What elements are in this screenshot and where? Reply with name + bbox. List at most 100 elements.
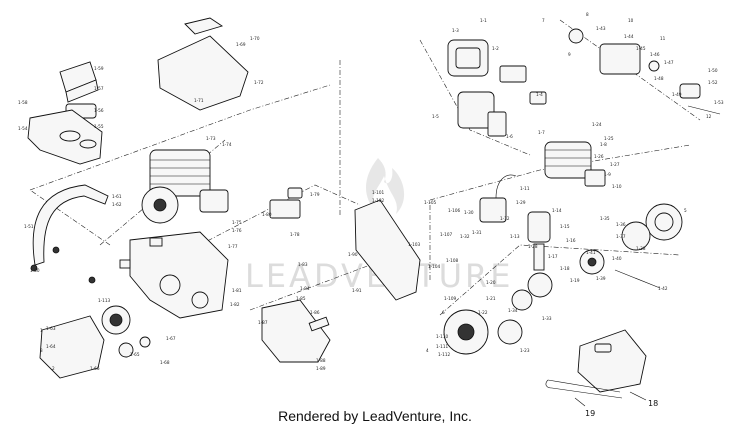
label-1-101: 1-101 [372,190,385,195]
label-1-42: 1-42 [658,286,668,291]
rear-handle-cover [157,17,249,111]
label-1-47: 1-47 [664,60,674,65]
label-1-39: 1-39 [596,276,606,281]
label-1-104: 1-104 [428,264,441,269]
cylinder-right [544,141,606,187]
top-housing [27,109,103,165]
label-1-12: 1-12 [500,216,510,221]
label-1-9: 1-9 [604,172,611,177]
label-1-10: 1-10 [612,184,622,189]
callout-18: 18 [648,399,658,408]
label-1-90: 1-90 [348,252,358,257]
callout-19: 19 [585,409,595,418]
label-1-76: 1-76 [232,228,242,233]
label-1-21: 1-21 [486,296,496,301]
label-1-30: 1-30 [464,210,474,215]
label-1-107: 1-107 [440,232,453,237]
label-1-81: 1-81 [232,288,242,293]
label-1-33: 1-33 [542,316,552,321]
label-1-66: 1-66 [90,366,100,371]
front-handle [32,184,109,266]
label-1-85: 1-85 [296,296,306,301]
label-1-24: 1-24 [592,122,602,127]
label-1-75: 1-75 [232,220,242,225]
label-1-62: 1-62 [112,202,122,207]
label-1-89: 1-89 [316,366,326,371]
label-1-102: 1-102 [372,198,385,203]
label-1-28: 1-28 [528,244,538,249]
label-1-3: 1-3 [452,28,459,33]
label-1-61: 1-61 [112,194,122,199]
label-1-19: 1-19 [570,278,580,283]
label-1-74: 1-74 [222,142,232,147]
carburetor-assembly [568,28,721,115]
side-plate [261,299,331,363]
label-1-71: 1-71 [194,98,204,103]
label-3: 3 [40,348,43,353]
ignition-coil [479,174,517,223]
label-1-38: 1-38 [636,246,646,251]
label-1-6: 1-6 [506,134,513,139]
label-1-17: 1-17 [548,254,558,259]
label-1-60: 1-60 [30,268,40,273]
label-1-49: 1-49 [672,92,682,97]
label-1-109: 1-109 [444,296,457,301]
large-callouts: 19 18 [574,391,658,418]
label-1-56: 1-56 [94,108,104,113]
label-1-31: 1-31 [472,230,482,235]
label-1-7: 1-7 [538,130,545,135]
label-1-14: 1-14 [552,208,562,213]
label-1-48: 1-48 [654,76,664,81]
label-1-37: 1-37 [616,234,626,239]
label-1-53: 1-53 [714,100,724,105]
flywheel [443,309,523,355]
label-8: 8 [586,12,589,17]
label-11: 11 [660,36,666,41]
label-1-35: 1-35 [600,216,610,221]
label-1-54: 1-54 [18,126,28,131]
label-1-43: 1-43 [596,26,606,31]
label-1-34: 1-34 [508,308,518,313]
label-1-106: 1-106 [448,208,461,213]
label-1-103: 1-103 [408,242,421,247]
label-1-18: 1-18 [560,266,570,271]
label-1-1: 1-1 [480,18,487,23]
label-1-16: 1-16 [566,238,576,243]
label-1-108: 1-108 [446,258,459,263]
label-1-73: 1-73 [206,136,216,141]
flame-icon [365,158,405,214]
label-1-29: 1-29 [516,200,526,205]
chain-cover-and-bar [545,329,647,399]
label-2: 2 [52,366,55,371]
label-1-2: 1-2 [492,46,499,51]
label-1-45: 1-45 [636,46,646,51]
label-1-72: 1-72 [254,80,264,85]
label-1-111: 1-111 [436,344,449,349]
clutch-sprocket [579,203,683,289]
label-1-87: 1-87 [258,320,268,325]
label-1-32: 1-32 [460,234,470,239]
label-1-113: 1-113 [98,298,111,303]
label-4: 4 [426,348,429,353]
label-1-88: 1-88 [316,358,326,363]
label-1-11: 1-11 [520,186,530,191]
recoil-starter [39,305,151,379]
air-filter-cover [59,61,99,119]
label-12: 12 [706,114,712,119]
label-1-86: 1-86 [310,310,320,315]
label-1-50: 1-50 [708,68,718,73]
label-1-8: 1-8 [600,142,607,147]
label-1-77: 1-77 [228,244,238,249]
label-1-78: 1-78 [290,232,300,237]
label-1-82: 1-82 [230,302,240,307]
label-10: 10 [628,18,634,23]
footer-credit: Rendered by LeadVenture, Inc. [278,408,472,424]
label-1-52: 1-52 [708,80,718,85]
label-1-5: 1-5 [432,114,439,119]
piston-crankshaft [511,211,553,311]
handle-frame [354,199,421,301]
label-1-65: 1-65 [130,352,140,357]
label-1-70: 1-70 [250,36,260,41]
label-1-41: 1-41 [586,250,596,255]
